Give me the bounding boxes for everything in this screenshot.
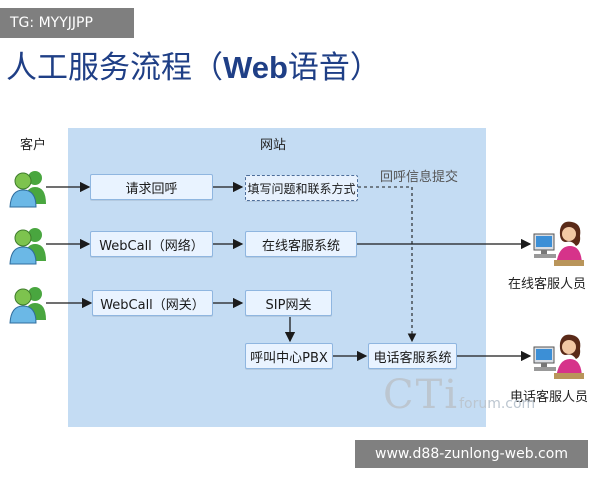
title-prefix: 人工服务流程（ bbox=[6, 50, 223, 86]
webcall-network-box: WebCall（网络） bbox=[90, 231, 213, 257]
title-suffix: 语音） bbox=[287, 50, 381, 86]
request-callback-box: 请求回呼 bbox=[90, 174, 213, 200]
website-label: 网站 bbox=[260, 138, 287, 153]
title-bold: Web bbox=[223, 50, 288, 85]
call-center-pbx-box: 呼叫中心PBX bbox=[245, 343, 333, 369]
user-icon bbox=[9, 228, 46, 265]
sip-gateway-box: SIP网关 bbox=[245, 290, 332, 316]
phone-service-box: 电话客服系统 bbox=[368, 343, 457, 369]
online-service-box: 在线客服系统 bbox=[245, 231, 357, 257]
watermark: CTiforum.com bbox=[383, 372, 535, 418]
customer-label: 客户 bbox=[20, 138, 47, 153]
phone-agent-label: 电话客服人员 bbox=[510, 390, 589, 405]
tag-label: TG: MYYJJPP bbox=[0, 8, 134, 38]
watermark-big: CTi bbox=[383, 372, 460, 418]
user-icon bbox=[9, 287, 46, 324]
page-title: 人工服务流程（Web语音） bbox=[6, 42, 381, 87]
watermark-small: forum.com bbox=[459, 396, 536, 412]
online-agent-label: 在线客服人员 bbox=[508, 277, 587, 292]
user-icon bbox=[9, 171, 46, 208]
fill-form-box: 填写问题和联系方式 bbox=[245, 175, 358, 201]
webcall-gateway-box: WebCall（网关） bbox=[92, 290, 213, 316]
customer-service-agent-icon bbox=[533, 334, 584, 379]
url-overlay: www.d88-zunlong-web.com bbox=[355, 440, 588, 468]
callback-note: 回呼信息提交 bbox=[380, 170, 459, 185]
customer-service-agent-icon bbox=[533, 221, 584, 266]
